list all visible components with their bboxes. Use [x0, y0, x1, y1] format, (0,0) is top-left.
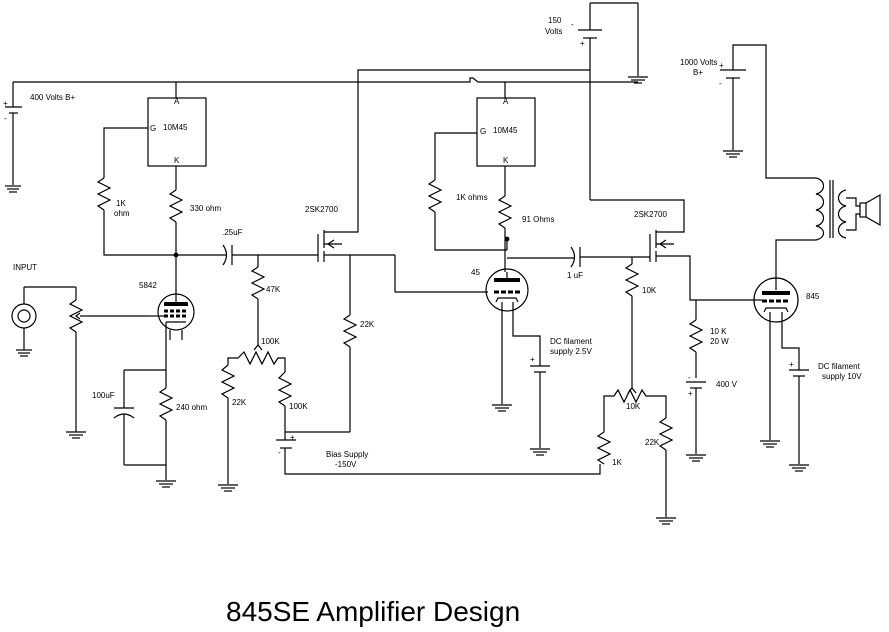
ground-8 — [686, 454, 706, 462]
svg-text:Volts: Volts — [545, 27, 562, 36]
svg-text:supply 10V: supply 10V — [822, 372, 862, 381]
svg-text:240 ohm: 240 ohm — [176, 403, 207, 412]
svg-text:+: + — [789, 360, 794, 369]
ground-1 — [5, 185, 21, 193]
svg-text:-: - — [571, 20, 574, 29]
svg-text:100K: 100K — [289, 402, 308, 411]
svg-text:G: G — [150, 124, 156, 133]
svg-text:.25uF: .25uF — [222, 228, 243, 237]
svg-text:-: - — [688, 373, 691, 382]
ground-10 — [760, 440, 780, 448]
svg-text:22K: 22K — [360, 320, 375, 329]
supply-400v-low-label: 400 V — [716, 380, 738, 389]
svg-text:-: - — [278, 448, 281, 457]
supply-400v-label: 400 Volts B+ — [30, 93, 75, 102]
bias-supply-label: Bias Supply — [326, 450, 368, 459]
filament-2v5-battery: + DC filament supply 2.5V — [530, 337, 593, 448]
ground-9 — [723, 150, 743, 158]
svg-text:+: + — [530, 355, 535, 364]
supply-1000v-label: 1000 Volts — [680, 58, 717, 67]
output-transformer — [775, 177, 847, 290]
ground-2 — [156, 480, 176, 488]
svg-text:100uF: 100uF — [92, 391, 115, 400]
ground-3 — [218, 484, 238, 492]
filament-2v5-label: DC filament — [550, 337, 593, 346]
svg-text:100K: 100K — [261, 337, 280, 346]
supply-400v-low-battery: - + 400 V — [686, 373, 738, 454]
svg-text:-: - — [719, 79, 722, 88]
ccs2-10m45: A G K 10M45 — [476, 97, 536, 167]
svg-text:1 uF: 1 uF — [567, 271, 583, 280]
cap-1uf: 1 uF — [507, 246, 650, 280]
tube-45-label: 45 — [471, 268, 480, 277]
svg-text:+: + — [688, 389, 693, 398]
mosfet-2: 2SK2700 — [634, 210, 674, 262]
cap-100uf: 100uF — [92, 370, 166, 466]
mosfet-1-label: 2SK2700 — [305, 205, 338, 214]
svg-text:1K: 1K — [116, 199, 126, 208]
svg-text:-: - — [4, 114, 7, 123]
ccs1-10m45: A G K 10M45 — [147, 97, 207, 167]
tube-845: 845 — [753, 277, 820, 323]
svg-text:22K: 22K — [232, 398, 247, 407]
svg-text:supply 2.5V: supply 2.5V — [550, 347, 592, 356]
svg-text:10K: 10K — [626, 402, 641, 411]
tube-5842-label: 5842 — [139, 281, 157, 290]
svg-text:A: A — [503, 97, 509, 106]
ground-5 — [530, 448, 550, 456]
svg-text:10 K: 10 K — [710, 327, 727, 336]
tube-845-label: 845 — [806, 292, 820, 301]
volume-pot — [66, 287, 148, 439]
tube-45: 45 — [471, 268, 529, 312]
svg-text:ohm: ohm — [114, 209, 130, 218]
mosfet-2-label: 2SK2700 — [634, 210, 667, 219]
svg-text:K: K — [503, 156, 509, 165]
svg-text:1K: 1K — [612, 458, 622, 467]
speaker — [846, 193, 881, 231]
svg-text:+: + — [719, 61, 724, 70]
input-jack: INPUT — [11, 263, 76, 357]
svg-text:47K: 47K — [266, 285, 281, 294]
svg-text:+: + — [3, 99, 8, 108]
svg-text:A: A — [174, 97, 180, 106]
ground-4 — [492, 404, 512, 412]
ccs1-label: 10M45 — [163, 123, 188, 132]
ground-11 — [789, 464, 809, 472]
svg-text:330 ohm: 330 ohm — [190, 204, 221, 213]
filament-10v-battery: + DC filament supply 10V — [789, 360, 862, 464]
svg-text:91 Ohms: 91 Ohms — [522, 215, 554, 224]
svg-text:+: + — [290, 433, 295, 442]
supply-150v-label: 150 — [548, 16, 562, 25]
input-label: INPUT — [13, 263, 37, 272]
svg-text:K: K — [174, 156, 180, 165]
svg-text:-150V: -150V — [335, 460, 357, 469]
diagram-title: 845SE Amplifier Design — [226, 596, 520, 627]
ground-6 — [628, 76, 648, 84]
mosfet-1: 2SK2700 — [305, 69, 590, 262]
svg-text:B+: B+ — [693, 68, 703, 77]
svg-text:G: G — [480, 127, 486, 136]
ground-7 — [656, 517, 676, 525]
filament-10v-label: DC filament — [818, 362, 861, 371]
cap-025uf: .25uF — [176, 228, 318, 266]
svg-text:1K ohms: 1K ohms — [456, 193, 488, 202]
svg-text:22K: 22K — [645, 438, 660, 447]
supply-400v-battery: + - 400 Volts B+ — [3, 82, 75, 185]
svg-text:10K: 10K — [642, 286, 657, 295]
tube-5842: 5842 — [139, 281, 195, 340]
bias-battery: + - Bias Supply -150V — [276, 431, 368, 469]
svg-text:20 W: 20 W — [710, 337, 729, 346]
ccs2-label: 10M45 — [493, 126, 518, 135]
supply-150v-battery: - + 150 Volts — [545, 2, 639, 200]
supply-1000v-battery: + - 1000 Volts B+ — [680, 44, 816, 179]
svg-text:+: + — [580, 39, 585, 48]
